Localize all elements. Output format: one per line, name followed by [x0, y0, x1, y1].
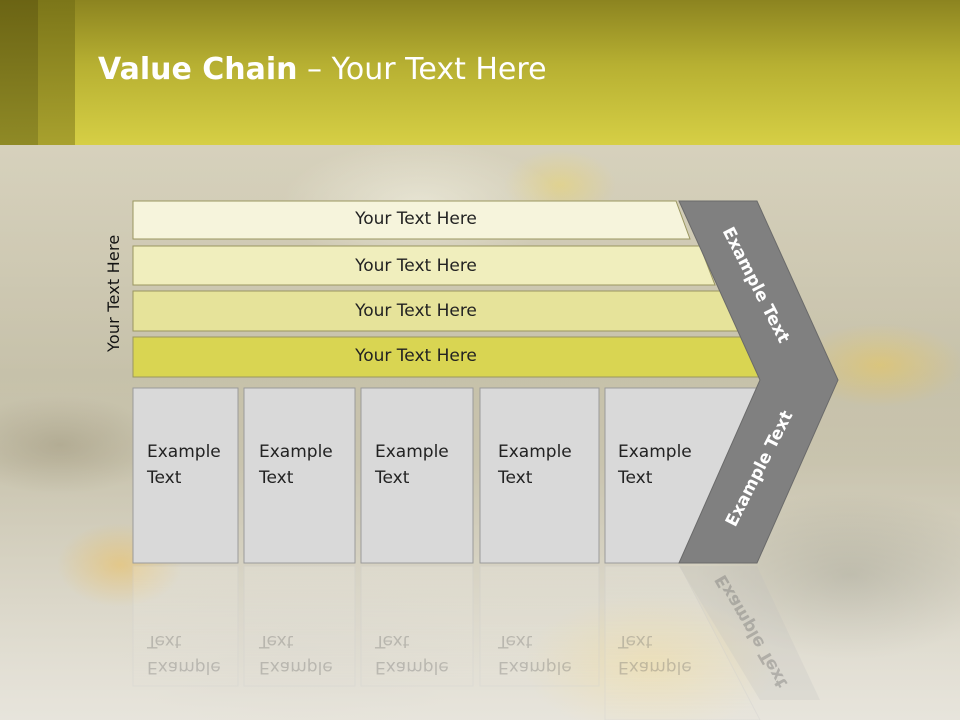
box-2-reflection-line2: Text: [259, 631, 294, 651]
header-band: Value Chain – Your Text Here: [0, 0, 960, 145]
box-4-line1: Example: [498, 442, 572, 462]
box-2-label: Example Text: [259, 439, 333, 491]
side-label: Your Text Here: [104, 234, 123, 352]
box-3-reflection-line2: Text: [375, 631, 410, 651]
box-3-line1: Example: [375, 442, 449, 462]
box-4-reflection: Example Text: [498, 628, 572, 680]
reflection: [132, 565, 820, 720]
header-accent-strip: [38, 0, 75, 145]
box-2: [243, 387, 356, 564]
box-1-reflection: Example Text: [147, 628, 221, 680]
box-1-label: Example Text: [147, 439, 221, 491]
box-5-reflection-line2: Text: [618, 631, 653, 651]
box-2-line2: Text: [259, 468, 294, 488]
bar-1: [132, 200, 691, 240]
box-3-line2: Text: [375, 468, 410, 488]
box-5-label: Example Text: [618, 439, 692, 491]
box-3: [360, 387, 474, 564]
box-1: [132, 387, 239, 564]
box-1-line1: Example: [147, 442, 221, 462]
box-4: [479, 387, 600, 564]
title-bold: Value Chain: [98, 52, 298, 87]
box-2-line1: Example: [259, 442, 333, 462]
box-4-line2: Text: [498, 468, 533, 488]
box-5-line2: Text: [618, 468, 653, 488]
bar-3-label: Your Text Here: [355, 301, 477, 321]
box-3-reflection: Example Text: [375, 628, 449, 680]
box-2-reflection: Example Text: [259, 628, 333, 680]
header-accent-strip: [0, 0, 38, 145]
bar-4-label: Your Text Here: [355, 346, 477, 366]
box-1-line2: Text: [147, 468, 182, 488]
title-rest: – Your Text Here: [297, 52, 547, 87]
box-3-reflection-line1: Example: [375, 657, 449, 677]
box-4-reflection-line1: Example: [498, 657, 572, 677]
bar-2-label: Your Text Here: [355, 256, 477, 276]
box-5-line1: Example: [618, 442, 692, 462]
slide-title: Value Chain – Your Text Here: [98, 52, 547, 87]
box-4-reflection-line2: Text: [498, 631, 533, 651]
bar-2: [132, 245, 716, 286]
box-5-reflection-line1: Example: [618, 657, 692, 677]
chevron-arrow: [678, 200, 839, 564]
box-4-label: Example Text: [498, 439, 572, 491]
bar-1-label: Your Text Here: [355, 209, 477, 229]
box-1-reflection-line2: Text: [147, 631, 182, 651]
box-3-label: Example Text: [375, 439, 449, 491]
box-1-reflection-line1: Example: [147, 657, 221, 677]
box-2-reflection-line1: Example: [259, 657, 333, 677]
box-5-reflection: Example Text: [618, 628, 692, 680]
